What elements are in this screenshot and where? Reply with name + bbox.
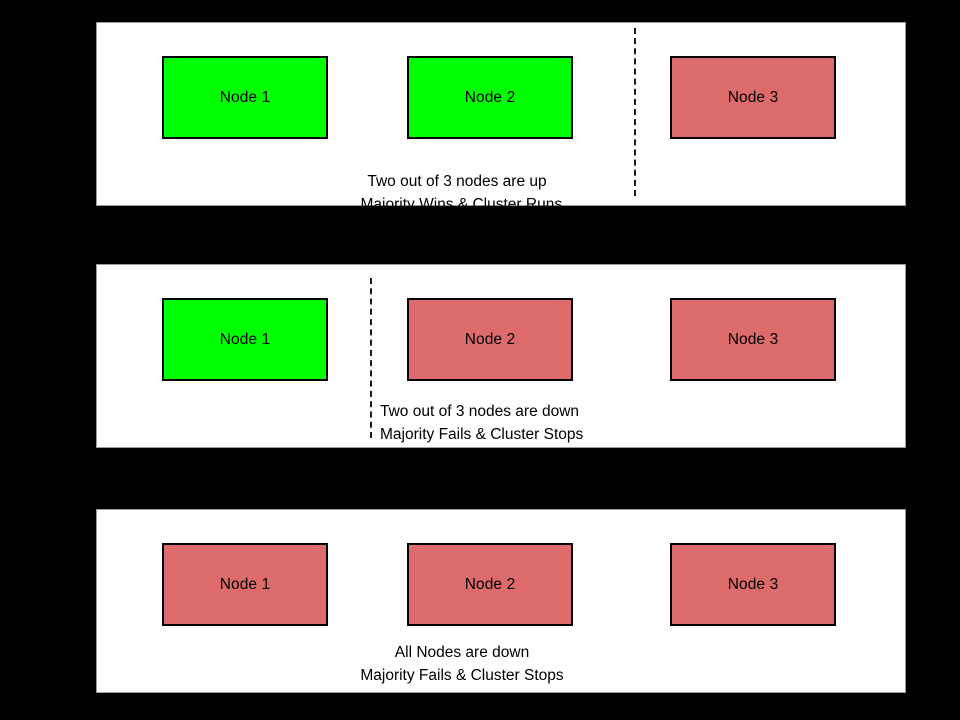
node-box-panel2-node3[interactable]: Node 3 (670, 298, 836, 381)
node-label: Node 1 (219, 575, 271, 593)
node-box-panel2-node1[interactable]: Node 1 (162, 298, 328, 381)
node-label: Node 3 (727, 330, 779, 348)
node-label: Node 1 (219, 330, 271, 348)
caption-line-2: , Majority Wins & Cluster Runs (351, 196, 563, 213)
node-box-panel1-node1[interactable]: Node 1 (162, 56, 328, 139)
node-label: Node 3 (727, 575, 779, 593)
node-box-panel3-node1[interactable]: Node 1 (162, 543, 328, 626)
node-box-panel1-node2[interactable]: Node 2 (407, 56, 573, 139)
node-label: Node 1 (219, 88, 271, 106)
node-box-panel3-node2[interactable]: Node 2 (407, 543, 573, 626)
caption-line-1: Two out of 3 nodes are down (380, 403, 580, 420)
panel-caption: All Nodes are down Majority Fails & Clus… (282, 641, 642, 687)
caption-line-2: Majority Fails & Cluster Stops (360, 667, 564, 684)
scenario-panel-two-of-three-up: Node 1 Node 2 Node 3 Two out of 3 nodes … (96, 22, 906, 213)
scenario-panel-two-of-three-down: Node 1 Node 2 Node 3 Two out of 3 nodes … (96, 264, 906, 448)
node-label: Node 2 (464, 88, 516, 106)
panel-caption: Two out of 3 nodes are up , Majority Win… (277, 170, 637, 216)
node-box-panel2-node2[interactable]: Node 2 (407, 298, 573, 381)
caption-line-1: All Nodes are down (394, 644, 530, 661)
panel-caption: Two out of 3 nodes are down Majority Fai… (380, 400, 800, 446)
caption-line-2: Majority Fails & Cluster Stops (380, 426, 584, 443)
partition-divider-line (370, 278, 372, 438)
caption-line-1: Two out of 3 nodes are up (367, 173, 547, 190)
node-box-panel3-node3[interactable]: Node 3 (670, 543, 836, 626)
node-box-panel1-node3[interactable]: Node 3 (670, 56, 836, 139)
partition-divider-line (634, 28, 636, 196)
node-label: Node 2 (464, 575, 516, 593)
scenario-panel-all-nodes-down: Node 1 Node 2 Node 3 All Nodes are down … (96, 509, 906, 693)
node-label: Node 3 (727, 88, 779, 106)
node-label: Node 2 (464, 330, 516, 348)
